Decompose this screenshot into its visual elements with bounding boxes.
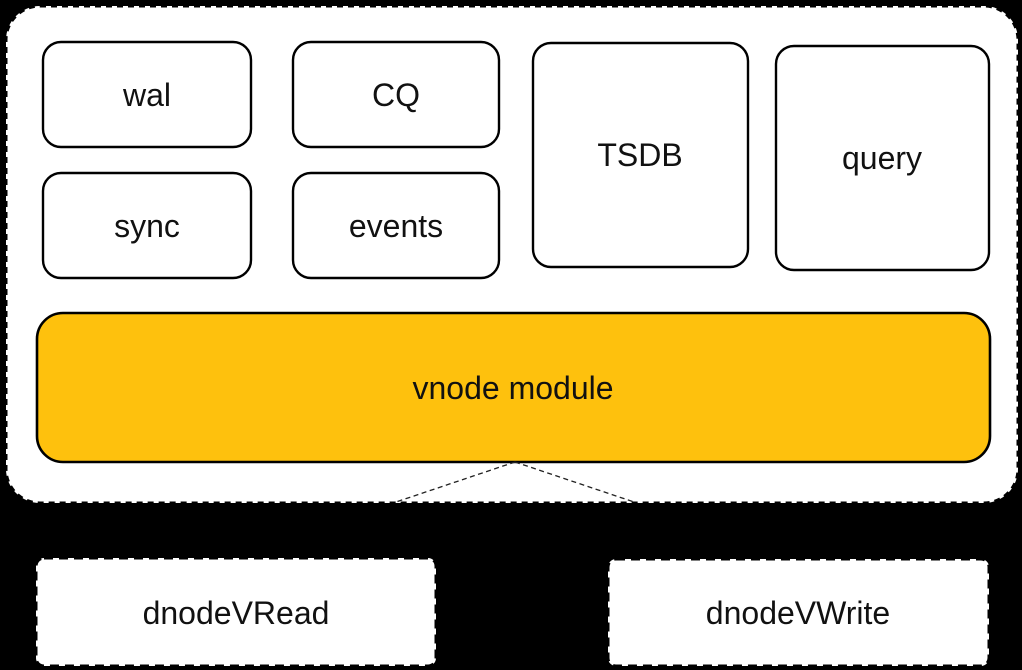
connector-vnode-to-dnodevread bbox=[395, 461, 516, 503]
module-cq-box bbox=[291, 40, 501, 149]
dnode-vwrite: dnodeVWrite bbox=[606, 557, 991, 668]
dnode-vread: dnodeVRead bbox=[34, 556, 438, 668]
dnode-vwrite-box bbox=[606, 557, 991, 668]
module-cq-label: CQ bbox=[372, 77, 420, 113]
module-query-label: query bbox=[842, 140, 922, 176]
module-sync: sync bbox=[41, 171, 253, 280]
module-tsdb-box bbox=[531, 41, 750, 269]
module-sync-box bbox=[41, 171, 253, 280]
module-cq: CQ bbox=[291, 40, 501, 149]
module-query: query bbox=[774, 44, 991, 272]
connector-vnode-to-dnodevwrite bbox=[514, 461, 635, 503]
module-wal: wal bbox=[41, 40, 253, 149]
dnode-vwrite-label: dnodeVWrite bbox=[706, 595, 890, 631]
module-query-box bbox=[774, 44, 991, 272]
module-tsdb: TSDB bbox=[531, 41, 750, 269]
module-sync-label: sync bbox=[114, 208, 180, 244]
module-events-label: events bbox=[349, 208, 443, 244]
vnode-module-label: vnode module bbox=[412, 370, 613, 406]
module-wal-box bbox=[41, 40, 253, 149]
dnode-vread-box bbox=[34, 556, 438, 668]
dnode-vread-label: dnodeVRead bbox=[143, 595, 330, 631]
vnode-module: vnode module bbox=[35, 311, 992, 464]
module-tsdb-label: TSDB bbox=[597, 137, 682, 173]
module-events-box bbox=[291, 171, 501, 280]
module-events: events bbox=[291, 171, 501, 280]
module-wal-label: wal bbox=[122, 77, 171, 113]
